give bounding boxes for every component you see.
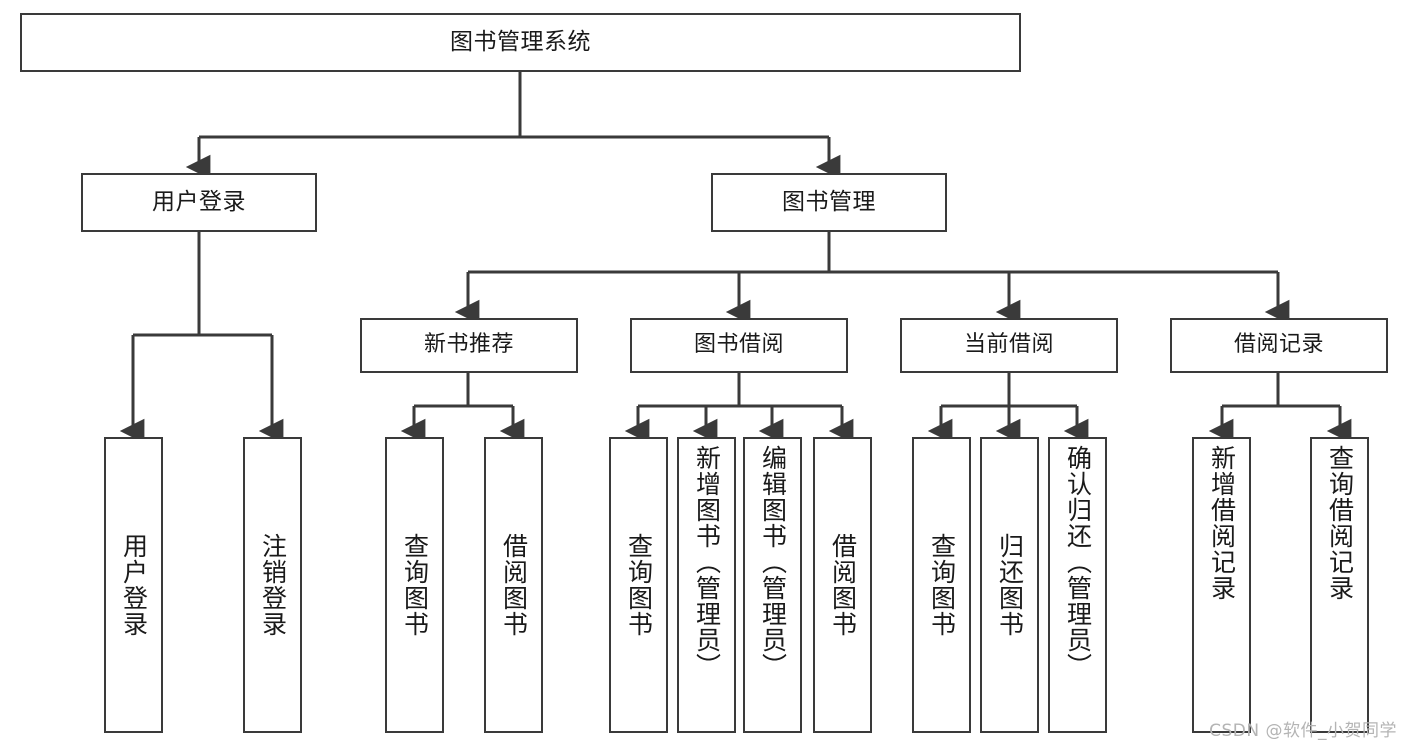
- node-book-manage-label: 图书管理: [782, 188, 876, 215]
- node-leaf-borrow-add-book-label: 新增图书（管理员）: [692, 445, 722, 679]
- node-leaf-borrow-query-book[interactable]: 查询图书: [609, 437, 668, 733]
- node-leaf-borrow-edit-book-label: 编辑图书（管理员）: [758, 445, 788, 679]
- node-new-book-rec-label: 新书推荐: [423, 332, 514, 358]
- node-current-borrow-label: 当前借阅: [963, 332, 1054, 358]
- csdn-watermark: CSDN @软件_小贺同学: [1209, 721, 1397, 741]
- node-leaf-rec-add-record[interactable]: 新增借阅记录: [1192, 437, 1251, 733]
- node-root-system[interactable]: 图书管理系统: [20, 13, 1021, 72]
- node-leaf-cur-confirm-return[interactable]: 确认归还（管理员）: [1048, 437, 1107, 733]
- node-leaf-cur-confirm-return-label: 确认归还（管理员）: [1063, 445, 1093, 679]
- node-leaf-cur-query-book-label: 查询图书: [927, 533, 957, 637]
- node-leaf-cur-return-book-label: 归还图书: [995, 533, 1025, 637]
- node-book-manage[interactable]: 图书管理: [711, 173, 947, 232]
- node-leaf-rec-query-record[interactable]: 查询借阅记录: [1310, 437, 1369, 733]
- node-borrow-record[interactable]: 借阅记录: [1170, 318, 1388, 373]
- node-book-borrow-label: 图书借阅: [693, 332, 784, 358]
- node-leaf-user-logout[interactable]: 注销登录: [243, 437, 302, 733]
- node-book-borrow[interactable]: 图书借阅: [630, 318, 848, 373]
- node-leaf-user-logout-label: 注销登录: [258, 533, 288, 637]
- node-leaf-cur-return-book[interactable]: 归还图书: [980, 437, 1039, 733]
- node-user-login[interactable]: 用户登录: [81, 173, 317, 232]
- node-leaf-borrow-borrow-book-label: 借阅图书: [828, 533, 858, 637]
- node-leaf-rec-borrow-book[interactable]: 借阅图书: [484, 437, 543, 733]
- node-user-login-label: 用户登录: [152, 188, 246, 215]
- node-leaf-rec-query-book[interactable]: 查询图书: [385, 437, 444, 733]
- node-leaf-borrow-add-book[interactable]: 新增图书（管理员）: [677, 437, 736, 733]
- node-leaf-borrow-query-book-label: 查询图书: [624, 533, 654, 637]
- node-leaf-rec-borrow-book-label: 借阅图书: [499, 533, 529, 637]
- node-leaf-rec-query-book-label: 查询图书: [400, 533, 430, 637]
- node-leaf-user-login-label: 用户登录: [119, 533, 149, 637]
- node-new-book-rec[interactable]: 新书推荐: [360, 318, 578, 373]
- node-leaf-rec-query-record-label: 查询借阅记录: [1325, 445, 1355, 601]
- node-leaf-borrow-borrow-book[interactable]: 借阅图书: [813, 437, 872, 733]
- node-leaf-user-login[interactable]: 用户登录: [104, 437, 163, 733]
- node-borrow-record-label: 借阅记录: [1233, 332, 1324, 358]
- node-leaf-cur-query-book[interactable]: 查询图书: [912, 437, 971, 733]
- node-leaf-borrow-edit-book[interactable]: 编辑图书（管理员）: [743, 437, 802, 733]
- node-root-system-label: 图书管理系统: [450, 28, 591, 55]
- node-current-borrow[interactable]: 当前借阅: [900, 318, 1118, 373]
- node-leaf-rec-add-record-label: 新增借阅记录: [1207, 445, 1237, 601]
